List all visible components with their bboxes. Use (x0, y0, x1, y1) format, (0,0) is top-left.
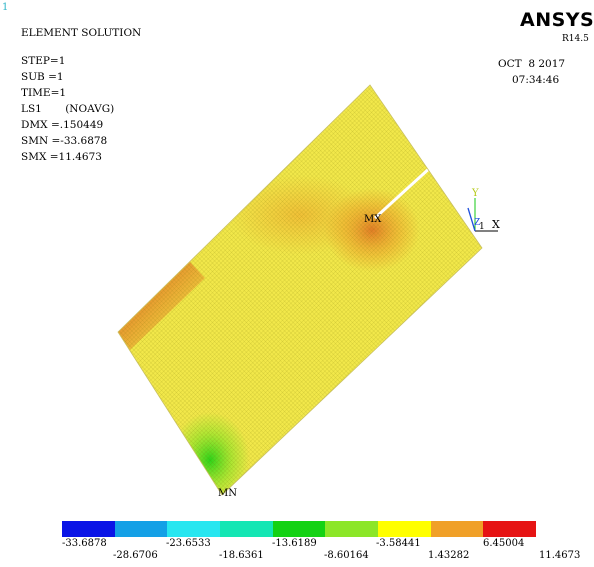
legend-band-4 (220, 521, 273, 537)
result-title: ELEMENT SOLUTION (21, 27, 142, 39)
legend-label-5: -13.6189 (272, 538, 317, 549)
legend-label-2: -28.6706 (113, 550, 158, 561)
triad-origin-label: 1 (479, 222, 485, 232)
triad-x-label: X (492, 218, 500, 231)
result-info-block: STEP=1 SUB =1 TIME=1 LS1 (NOAVG) DMX =.1… (21, 55, 114, 167)
release-label: R14.5 (562, 34, 589, 44)
legend-label-6: -8.60164 (324, 550, 369, 561)
legend-band-7 (378, 521, 431, 537)
min-marker: MN (218, 488, 237, 499)
time-line: TIME=1 (21, 87, 67, 99)
legend-band-2 (114, 521, 168, 537)
triad-z-axis (467, 207, 476, 232)
legend-label-9: 6.45004 (483, 538, 525, 549)
triad-y-label: Y (471, 188, 479, 199)
legend-band-1 (62, 521, 115, 537)
legend-label-3: -23.6533 (166, 538, 211, 549)
window-number: 1 (2, 2, 9, 13)
legend-label-7: -3.58441 (376, 538, 421, 549)
substep-line: SUB =1 (21, 71, 64, 83)
ansys-logo: ANSYS (520, 9, 594, 31)
loadstep-line: LS1 (NOAVG) (21, 103, 115, 115)
contour-legend-bar (62, 521, 537, 537)
crack-line (373, 164, 434, 220)
legend-band-9 (483, 521, 537, 537)
contour-legend-labels: -33.6878 -28.6706 -23.6533 -18.6361 -13.… (0, 538, 585, 566)
legend-label-10: 11.4673 (539, 550, 581, 561)
smn-line: SMN =-33.6878 (21, 135, 108, 147)
time-label: 07:34:46 (512, 74, 560, 86)
date-label: OCT 8 2017 (498, 58, 566, 70)
legend-band-8 (430, 521, 484, 537)
legend-band-3 (167, 521, 221, 537)
legend-label-4: -18.6361 (219, 550, 264, 561)
smx-line: SMX =11.4673 (21, 151, 102, 163)
dmx-line: DMX =.150449 (21, 119, 104, 131)
step-line: STEP=1 (21, 55, 66, 67)
triad-z-label: Z (474, 218, 480, 228)
plate-outline (117, 84, 483, 496)
max-marker: MX (364, 214, 382, 225)
axis-triad: Y Z 1 X (467, 188, 500, 232)
legend-label-8: 1.43282 (428, 550, 470, 561)
legend-band-5 (272, 521, 326, 537)
legend-label-1: -33.6878 (62, 538, 107, 549)
legend-band-6 (325, 521, 379, 537)
